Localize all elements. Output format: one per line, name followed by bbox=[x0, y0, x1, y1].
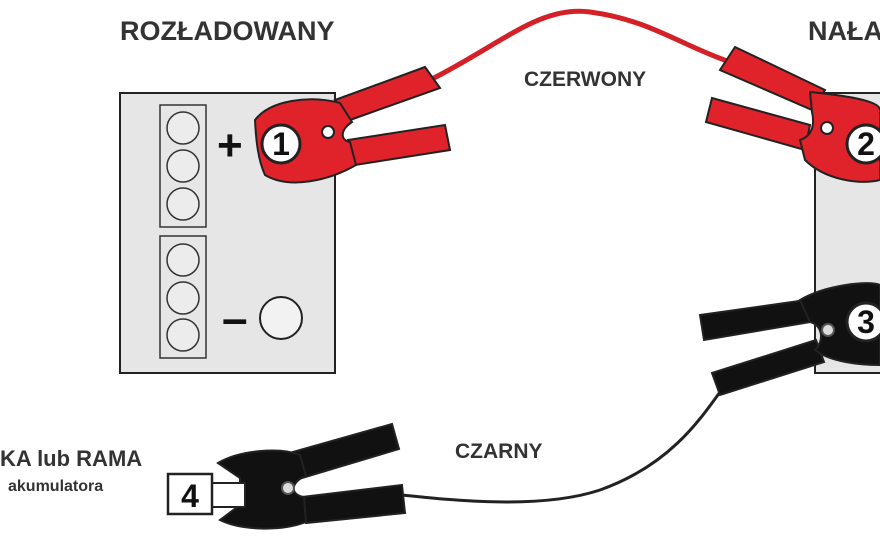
svg-text:4: 4 bbox=[181, 478, 199, 514]
plus-sign: + bbox=[217, 121, 243, 170]
ground-label-line1: KA lub RAMA bbox=[0, 446, 142, 471]
minus-sign: – bbox=[222, 292, 248, 344]
red-cable-label: CZERWONY bbox=[524, 68, 646, 91]
charged-label: NAŁA bbox=[808, 16, 880, 46]
svg-text:3: 3 bbox=[857, 304, 875, 340]
ground-label-line2: akumulatora bbox=[8, 478, 103, 495]
red-clamp-left bbox=[253, 65, 452, 184]
step-4-marker: 4 bbox=[166, 472, 214, 516]
black-cable-label: CZARNY bbox=[455, 440, 543, 463]
svg-text:1: 1 bbox=[272, 126, 290, 162]
step-1-marker: 1 bbox=[260, 123, 302, 165]
black-cable bbox=[400, 383, 727, 504]
step-3-marker: 3 bbox=[845, 301, 880, 343]
negative-terminal bbox=[259, 296, 303, 340]
black-clamp-right bbox=[698, 282, 880, 397]
red-cable bbox=[427, 8, 733, 83]
black-clamp-ground bbox=[211, 422, 407, 530]
svg-text:2: 2 bbox=[857, 126, 875, 162]
discharged-label: ROZŁADOWANY bbox=[120, 16, 334, 46]
red-clamp-right bbox=[704, 45, 880, 183]
step-2-marker: 2 bbox=[845, 123, 880, 165]
